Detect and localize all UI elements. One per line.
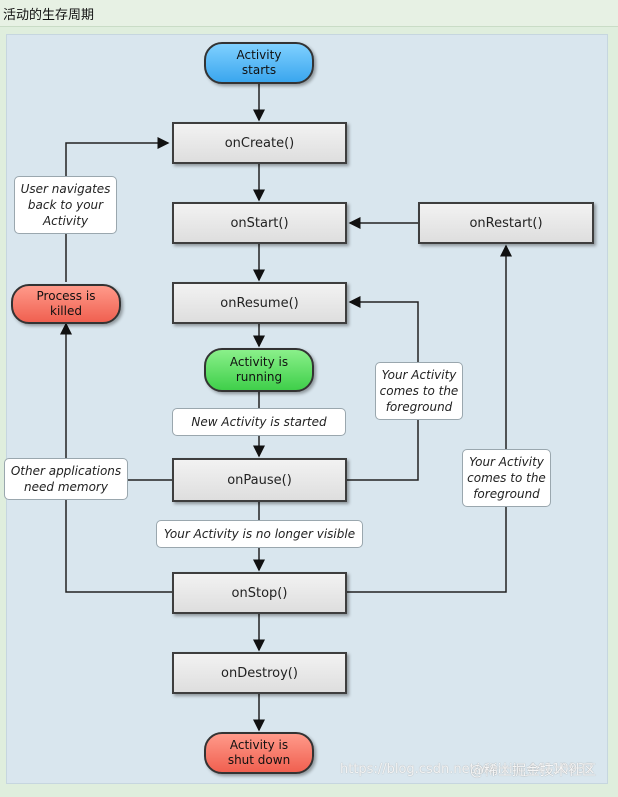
onstop-label: onStop() xyxy=(231,585,288,601)
new-activity-started-note: New Activity is started xyxy=(172,408,346,436)
comes-to-foreground-text-2: Your Activity comes to the foreground xyxy=(467,455,546,501)
activity-shutdown-label: Activity is shut down xyxy=(227,738,291,767)
onstart-node: onStart() xyxy=(172,202,347,244)
comes-to-foreground-text-1: Your Activity comes to the foreground xyxy=(379,368,459,414)
activity-running-label: Activity is running xyxy=(229,355,289,384)
activity-running-node: Activity is running xyxy=(204,348,314,392)
arrow-onstop-to-onrestart xyxy=(346,244,512,593)
line-onstop-to-killed xyxy=(65,480,172,593)
new-activity-started-text: New Activity is started xyxy=(191,415,327,429)
watermark-url: https://blog.csdn.net/weixin_44110937 xyxy=(340,762,594,777)
onresume-label: onResume() xyxy=(220,295,299,311)
activity-starts-label: Activity starts xyxy=(236,48,282,77)
user-navigates-back-note: User navigates back to your Activity xyxy=(14,176,117,234)
no-longer-visible-note: Your Activity is no longer visible xyxy=(156,520,363,548)
onrestart-node: onRestart() xyxy=(418,202,594,244)
ondestroy-label: onDestroy() xyxy=(221,665,298,681)
process-killed-node: Process is killed xyxy=(11,284,121,324)
activity-shutdown-node: Activity is shut down xyxy=(204,732,314,774)
onstart-label: onStart() xyxy=(230,215,289,231)
oncreate-label: onCreate() xyxy=(224,135,295,151)
onresume-node: onResume() xyxy=(172,282,347,324)
arrow-onpause-to-killed xyxy=(60,322,172,481)
no-longer-visible-text: Your Activity is no longer visible xyxy=(163,527,356,541)
ondestroy-node: onDestroy() xyxy=(172,652,347,694)
page-title: 活动的生存周期 xyxy=(3,8,95,23)
comes-to-foreground-note-2: Your Activity comes to the foreground xyxy=(462,449,551,507)
onstop-node: onStop() xyxy=(172,572,347,614)
onpause-node: onPause() xyxy=(172,458,347,502)
comes-to-foreground-note-1: Your Activity comes to the foreground xyxy=(375,362,463,420)
process-killed-label: Process is killed xyxy=(36,289,96,318)
page-header: 活动的生存周期 xyxy=(0,0,618,27)
onrestart-label: onRestart() xyxy=(469,215,543,231)
oncreate-node: onCreate() xyxy=(172,122,347,164)
onpause-label: onPause() xyxy=(227,472,292,488)
other-apps-need-memory-text: Other applications need memory xyxy=(10,464,122,494)
user-navigates-back-text: User navigates back to your Activity xyxy=(20,182,111,228)
other-apps-need-memory-note: Other applications need memory xyxy=(4,458,128,500)
arrow-killed-to-oncreate xyxy=(65,137,170,282)
watermark-brand: @稀土掘金技术社区 xyxy=(470,763,596,779)
activity-starts-node: Activity starts xyxy=(204,42,314,84)
